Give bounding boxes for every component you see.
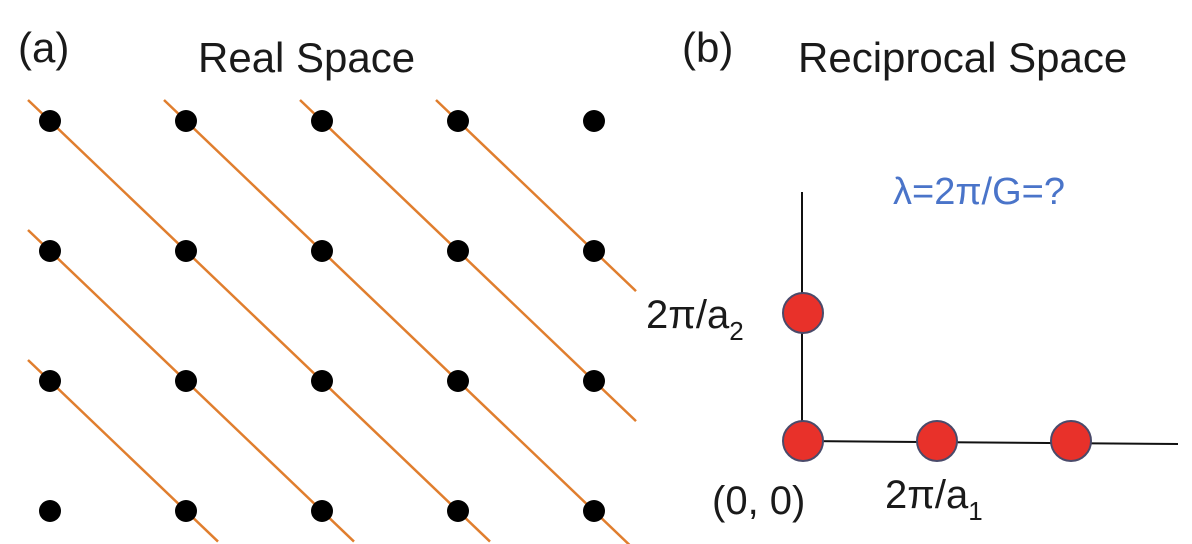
lattice-point <box>39 370 61 392</box>
reciprocal-point <box>916 420 958 462</box>
panel-b-title: Reciprocal Space <box>798 34 1127 81</box>
lattice-point <box>311 500 333 522</box>
reciprocal-point <box>782 292 824 334</box>
lattice-point <box>175 240 197 262</box>
lattice-point <box>583 370 605 392</box>
lattice-point <box>447 110 469 132</box>
axis-y-label-base: 2π/a <box>646 293 730 337</box>
panel-b-label: (b) <box>682 24 733 71</box>
panel-a: (a) Real Space <box>18 24 637 544</box>
lattice-plane-line <box>299 99 637 423</box>
lattice-point <box>583 500 605 522</box>
real-space-lattice <box>39 110 605 522</box>
axis-x-label-base: 2π/a <box>885 473 969 517</box>
lattice-point <box>39 500 61 522</box>
panel-a-title: Real Space <box>198 34 415 81</box>
panel-b: (b) Reciprocal Space λ=2π/G=? 2π/a2 2π/a… <box>646 24 1179 526</box>
lattice-point <box>447 240 469 262</box>
reciprocal-point <box>782 420 824 462</box>
reciprocal-x-axis <box>801 440 1179 445</box>
lattice-point <box>311 110 333 132</box>
reciprocal-point <box>1050 420 1092 462</box>
lattice-point <box>447 370 469 392</box>
lattice-point <box>175 110 197 132</box>
lattice-plane-line <box>27 99 491 543</box>
lattice-point <box>311 370 333 392</box>
lattice-point <box>447 500 469 522</box>
wavelength-question: λ=2π/G=? <box>893 171 1065 213</box>
lattice-point <box>583 240 605 262</box>
lattice-point <box>583 110 605 132</box>
axis-y-label: 2π/a2 <box>646 293 744 346</box>
lattice-plane-line <box>163 99 631 544</box>
lattice-point <box>175 500 197 522</box>
axis-x-label-sub: 1 <box>968 496 982 526</box>
lattice-point <box>311 240 333 262</box>
lattice-point <box>39 240 61 262</box>
axis-x-label: 2π/a1 <box>885 473 983 526</box>
axis-y-label-sub: 2 <box>729 316 743 346</box>
reciprocal-lattice-points <box>782 292 1092 462</box>
lattice-plane-line <box>435 99 637 293</box>
panel-a-label: (a) <box>18 24 69 71</box>
lattice-point <box>175 370 197 392</box>
lattice-point <box>39 110 61 132</box>
origin-label: (0, 0) <box>712 479 805 523</box>
lattice-planes <box>27 99 637 544</box>
